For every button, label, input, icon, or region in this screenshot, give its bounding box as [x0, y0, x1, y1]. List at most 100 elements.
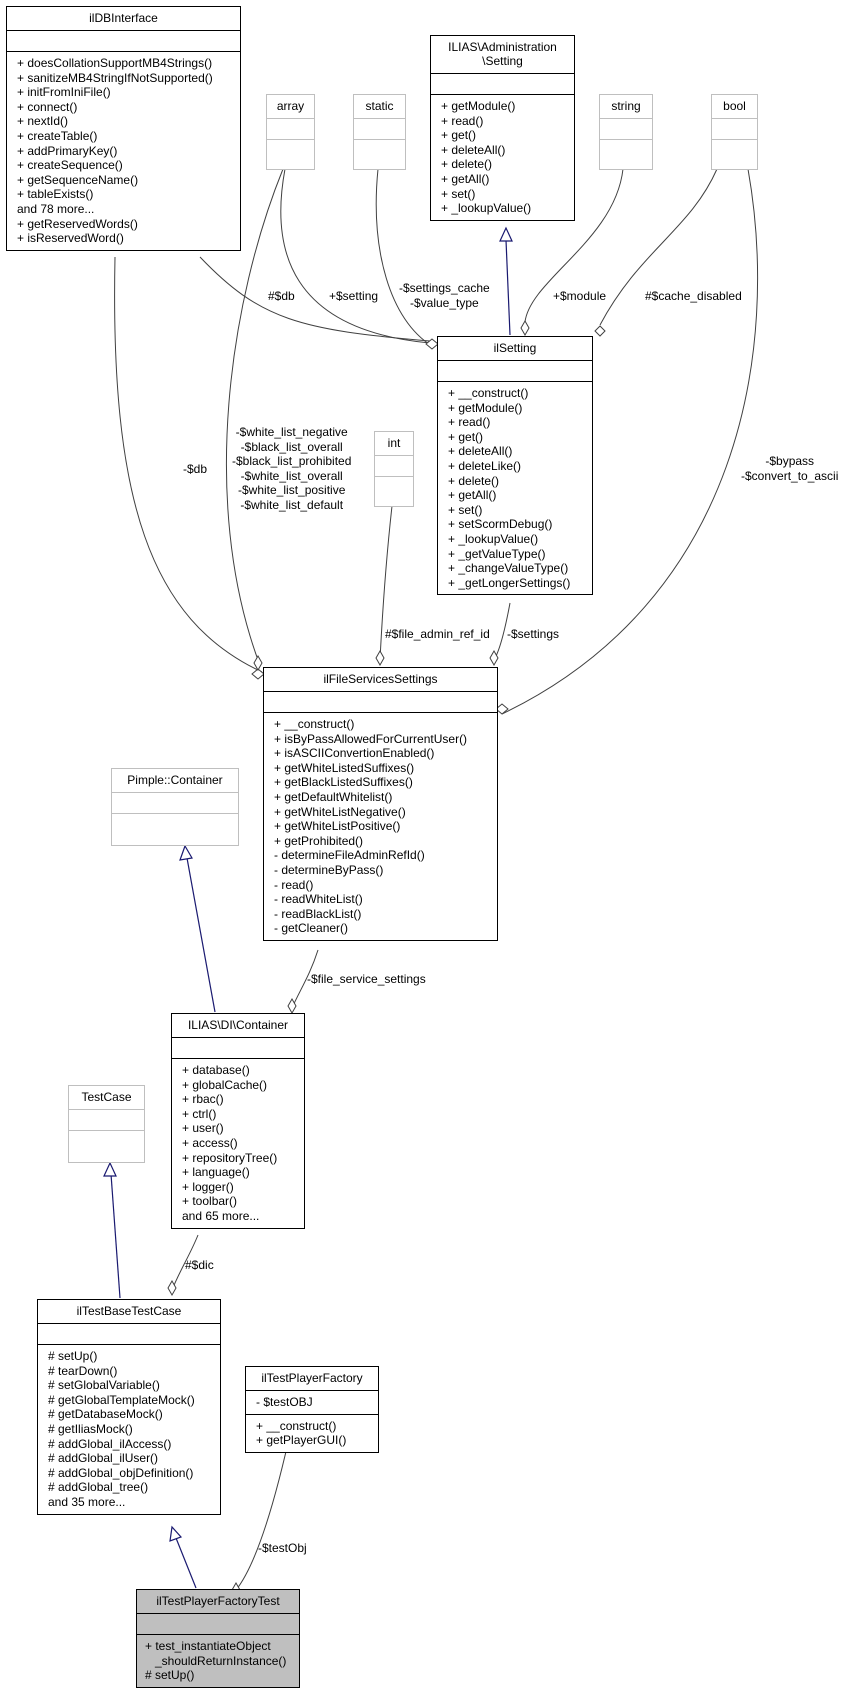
operation: # addGlobal_ilAccess(): [48, 1436, 172, 1451]
edge-label-file-service-settings: -$file_service_settings: [307, 972, 426, 986]
class-title: ilSetting: [438, 337, 592, 361]
class-attributes: [264, 692, 497, 713]
edge-array-to-ilsetting: [280, 168, 431, 344]
operation: + tableExists(): [17, 187, 94, 202]
aggregation-diamond-filesettings-4: [489, 649, 499, 667]
class-di-container[interactable]: ILIAS\DI\Container + database() + global…: [171, 1013, 305, 1229]
operation: + getModule(): [441, 99, 516, 113]
operation: + isByPassAllowedForCurrentUser(): [274, 731, 468, 746]
operation: + deleteAll(): [448, 444, 513, 459]
class-ildbinterface[interactable]: ilDBInterface + doesCollationSupportMB4S…: [6, 6, 241, 251]
operation: + sanitizeMB4StringIfNotSupported(): [17, 70, 213, 85]
operation: + isReservedWord(): [17, 231, 124, 246]
operation: + language(): [182, 1165, 250, 1180]
operation: + getModule(): [448, 400, 523, 415]
class-iltestplayerfactory[interactable]: ilTestPlayerFactory - $testOBJ + __const…: [245, 1366, 379, 1453]
aggregation-diamond-ilsetting-3: [594, 325, 606, 337]
operation: + getProhibited(): [274, 833, 364, 848]
operation: + getReservedWords(): [17, 216, 138, 231]
operation: - readBlackList(): [274, 906, 362, 921]
class-iltestbasetestcase[interactable]: ilTestBaseTestCase # setUp() # tearDown(…: [37, 1299, 221, 1515]
operation: + _changeValueType(): [448, 561, 569, 576]
operation: _shouldReturnInstance(): [155, 1653, 287, 1668]
operation: # setUp(): [48, 1349, 98, 1363]
edge-static-to-ilsetting: [375, 168, 433, 347]
operation: + delete(): [448, 473, 500, 488]
attribute: - $testOBJ: [256, 1395, 313, 1409]
class-attributes: [431, 74, 574, 95]
operation: + doesCollationSupportMB4Strings(): [17, 56, 213, 70]
class-string[interactable]: string: [599, 94, 653, 170]
class-attributes: [172, 1038, 304, 1059]
operation: + getSequenceName(): [17, 172, 139, 187]
edge-db-to-filesettings: [114, 256, 263, 673]
operation: + createSequence(): [17, 158, 123, 173]
class-admin-setting[interactable]: ILIAS\Administration \Setting + getModul…: [430, 35, 575, 221]
operation: + deleteAll(): [441, 142, 506, 157]
class-iltestplayerfactorytest[interactable]: ilTestPlayerFactoryTest + test_instantia…: [136, 1589, 300, 1688]
class-title: ILIAS\DI\Container: [172, 1014, 304, 1038]
operation: # getGlobalTemplateMock(): [48, 1392, 195, 1407]
operation: + getDefaultWhitelist(): [274, 789, 393, 804]
class-title: ilTestBaseTestCase: [38, 1300, 220, 1324]
class-static[interactable]: static: [353, 94, 406, 170]
operation: + getWhiteListedSuffixes(): [274, 760, 415, 775]
class-operations: + database() + globalCache() + rbac() + …: [172, 1059, 304, 1228]
class-attributes: [7, 31, 240, 52]
class-int[interactable]: int: [374, 431, 414, 507]
operation: + initFromIniFile(): [17, 85, 111, 100]
class-title: ilTestPlayerFactoryTest: [137, 1590, 299, 1614]
operation: + nextId(): [17, 114, 69, 129]
edge-label-cache-disabled: #$cache_disabled: [645, 289, 742, 303]
edge-bool-to-ilsetting: [599, 168, 718, 326]
operation: # tearDown(): [48, 1363, 118, 1378]
class-title: array: [267, 95, 314, 119]
class-title: ILIAS\Administration \Setting: [431, 36, 574, 74]
class-attributes: [112, 793, 238, 814]
operation: + read(): [448, 415, 491, 430]
operation: - readWhiteList(): [274, 892, 363, 907]
edge-array-to-filesettings: [225, 168, 284, 661]
edge-label-settings-cache: -$settings_cache -$value_type: [399, 281, 490, 310]
class-array[interactable]: array: [266, 94, 315, 170]
edge-label-db: #$db: [268, 289, 295, 303]
class-pimple-container[interactable]: Pimple::Container: [111, 768, 239, 846]
operation: + connect(): [17, 99, 78, 114]
class-testcase[interactable]: TestCase: [68, 1085, 145, 1163]
operation: + getBlackListedSuffixes(): [274, 775, 413, 790]
operation: and 78 more...: [17, 201, 95, 216]
operation: + delete(): [441, 157, 493, 172]
edge-label-module: +$module: [553, 289, 607, 303]
operation: + deleteLike(): [448, 458, 522, 473]
operation: + createTable(): [17, 128, 98, 143]
class-ilfileservicessettings[interactable]: ilFileServicesSettings + __construct() +…: [263, 667, 498, 941]
class-attributes: [438, 361, 592, 382]
operation: + user(): [182, 1121, 224, 1136]
class-attributes: - $testOBJ: [246, 1391, 378, 1415]
class-attributes: [267, 119, 314, 140]
edge-label-setting: +$setting: [329, 289, 379, 303]
operation: - getCleaner(): [274, 921, 349, 936]
class-ilsetting[interactable]: ilSetting + __construct() + getModule() …: [437, 336, 593, 596]
edge-label-settings: -$settings: [507, 627, 560, 641]
class-title: static: [354, 95, 405, 119]
edge-label-db2: -$db: [183, 462, 208, 476]
class-attributes: [69, 1110, 144, 1131]
inheritance-arrow-admin-setting: [499, 226, 513, 242]
operation: + access(): [182, 1135, 238, 1150]
operation: + logger(): [182, 1179, 234, 1194]
operation: - read(): [274, 877, 314, 892]
class-bool[interactable]: bool: [711, 94, 758, 170]
operation: + get(): [441, 128, 477, 143]
operation: # addGlobal_tree(): [48, 1480, 149, 1495]
edge-db-to-ilsetting: [199, 256, 431, 342]
operation: + repositoryTree(): [182, 1150, 278, 1165]
inheritance-edge-factorytest: [175, 1537, 197, 1589]
edge-string-to-ilsetting: [524, 168, 624, 323]
class-title: int: [375, 432, 413, 456]
class-title: ilDBInterface: [7, 7, 240, 31]
inheritance-arrow-pimple: [179, 844, 193, 861]
operation: + getAll(): [441, 171, 490, 186]
class-title: TestCase: [69, 1086, 144, 1110]
inheritance-edge-ilsetting: [505, 239, 511, 336]
